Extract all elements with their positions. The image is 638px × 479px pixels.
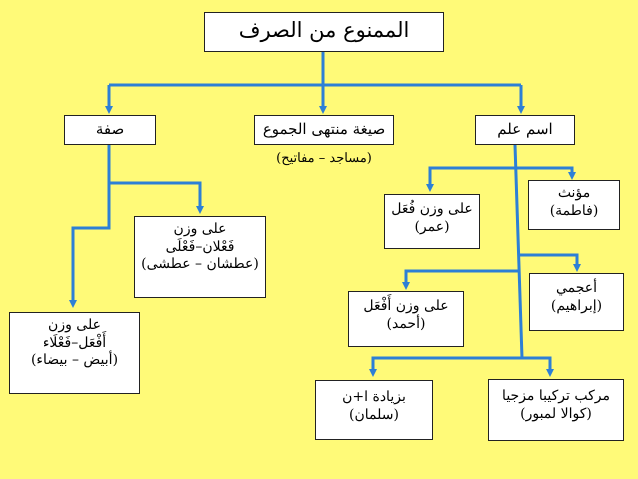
- alam-fual-line-1: على وزن فُعَل: [391, 201, 473, 217]
- sifa-faalan-line-1: على وزن: [173, 221, 227, 237]
- alam-afal-box: على وزن أَفْعَل (أحمد): [348, 291, 464, 347]
- category-sigha-label: صيغة منتهى الجموع: [262, 120, 386, 138]
- alam-ajami-line-2: (إبراهيم): [550, 297, 603, 314]
- category-sigha-box: صيغة منتهى الجموع: [254, 115, 394, 145]
- alam-afal-line-1: على وزن أَفْعَل: [363, 298, 449, 314]
- sifa-afal-line-2: أَفْعَل–فَعْلَاء: [42, 334, 107, 351]
- category-sifa-box: صفة: [64, 115, 156, 145]
- alam-muannath-line-1: مؤنث: [557, 185, 591, 201]
- category-sifa-label: صفة: [95, 120, 125, 138]
- category-ism-alam-box: اسم علم: [475, 115, 575, 145]
- alam-ajami-box: أعجمي (إبراهيم): [529, 273, 624, 331]
- alam-murakkab-box: مركب تركيبا مزجيا (كوالا لمبور): [488, 379, 624, 441]
- title-text: الممنوع من الصرف: [238, 18, 410, 42]
- sifa-faalan-box: على وزن فَعْلان–فَعْلَى (عطشان – عطشى): [134, 216, 266, 298]
- title-box: الممنوع من الصرف: [204, 12, 444, 52]
- alam-murakkab-line-2: (كوالا لمبور): [520, 405, 592, 422]
- sifa-afal-box: على وزن أَفْعَل–فَعْلَاء (أبيض – بيضاء): [9, 312, 140, 394]
- sifa-faalan-line-3: (عطشان – عطشى): [141, 256, 259, 272]
- alam-ziyada-box: بزيادة ا+ن (سلمان): [315, 380, 433, 440]
- alam-murakkab-line-1: مركب تركيبا مزجيا: [502, 388, 610, 404]
- sigha-example: (مساجد – مفاتيح): [254, 151, 394, 167]
- sifa-afal-line-1: على وزن: [48, 317, 101, 333]
- sigha-example-text: (مساجد – مفاتيح): [276, 151, 372, 166]
- alam-ajami-line-1: أعجمي: [555, 280, 598, 296]
- alam-fual-line-2: (عمر): [414, 218, 450, 235]
- alam-afal-line-2: (أحمد): [386, 315, 426, 332]
- category-ism-alam-label: اسم علم: [497, 120, 553, 138]
- sifa-faalan-line-2: فَعْلان–فَعْلَى: [165, 238, 235, 255]
- alam-muannath-line-2: (فاطمة): [549, 202, 599, 219]
- alam-ziyada-line-2: (سلمان): [349, 406, 399, 423]
- alam-muannath-box: مؤنث (فاطمة): [528, 180, 620, 230]
- alam-fual-box: على وزن فُعَل (عمر): [384, 194, 480, 249]
- sifa-afal-line-3: (أبيض – بيضاء): [30, 352, 119, 368]
- alam-ziyada-line-1: بزيادة ا+ن: [342, 389, 406, 405]
